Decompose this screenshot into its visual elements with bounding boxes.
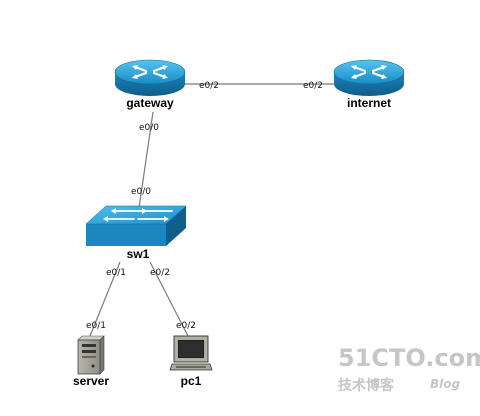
switch-icon [85, 205, 187, 246]
router-gateway[interactable]: gateway [114, 59, 186, 110]
port-label-sw1-e0-0: e0/0 [131, 187, 151, 197]
router-label-internet: internet [347, 96, 391, 110]
link-sw1-server [89, 261, 121, 337]
router-internet[interactable]: internet [333, 59, 405, 110]
watermark-51cto: 51CTO.com 技术博客 Blog [338, 344, 480, 394]
watermark-subtitle: 技术博客 [338, 377, 395, 394]
port-label-pc1-e0-2: e0/2 [176, 321, 196, 331]
link-sw1-pc1 [149, 261, 189, 337]
router-label-gateway: gateway [126, 96, 174, 110]
switch-label-sw1: sw1 [127, 247, 150, 261]
port-label-sw1-e0-2: e0/2 [150, 268, 170, 278]
port-label-sw1-e0-1: e0/1 [106, 268, 126, 278]
server-icon [77, 335, 105, 375]
server-node[interactable]: server [73, 335, 109, 388]
port-label-server-e0-1: e0/1 [86, 321, 106, 331]
pc-icon [169, 335, 213, 371]
router-icon [333, 59, 405, 96]
link-gateway-sw1 [138, 111, 154, 209]
port-label-internet-e0-2: e0/2 [303, 81, 323, 91]
switch-sw1[interactable]: sw1 [85, 205, 187, 261]
router-icon [114, 59, 186, 96]
device-label-pc1: pc1 [181, 374, 202, 388]
watermark-site: 51CTO.com [338, 344, 480, 372]
port-label-gateway-e0-0: e0/0 [139, 123, 159, 133]
port-label-gateway-e0-2: e0/2 [199, 81, 219, 91]
pc-node[interactable]: pc1 [169, 335, 213, 388]
watermark-blog: Blog [430, 377, 461, 391]
device-label-server: server [73, 374, 109, 388]
